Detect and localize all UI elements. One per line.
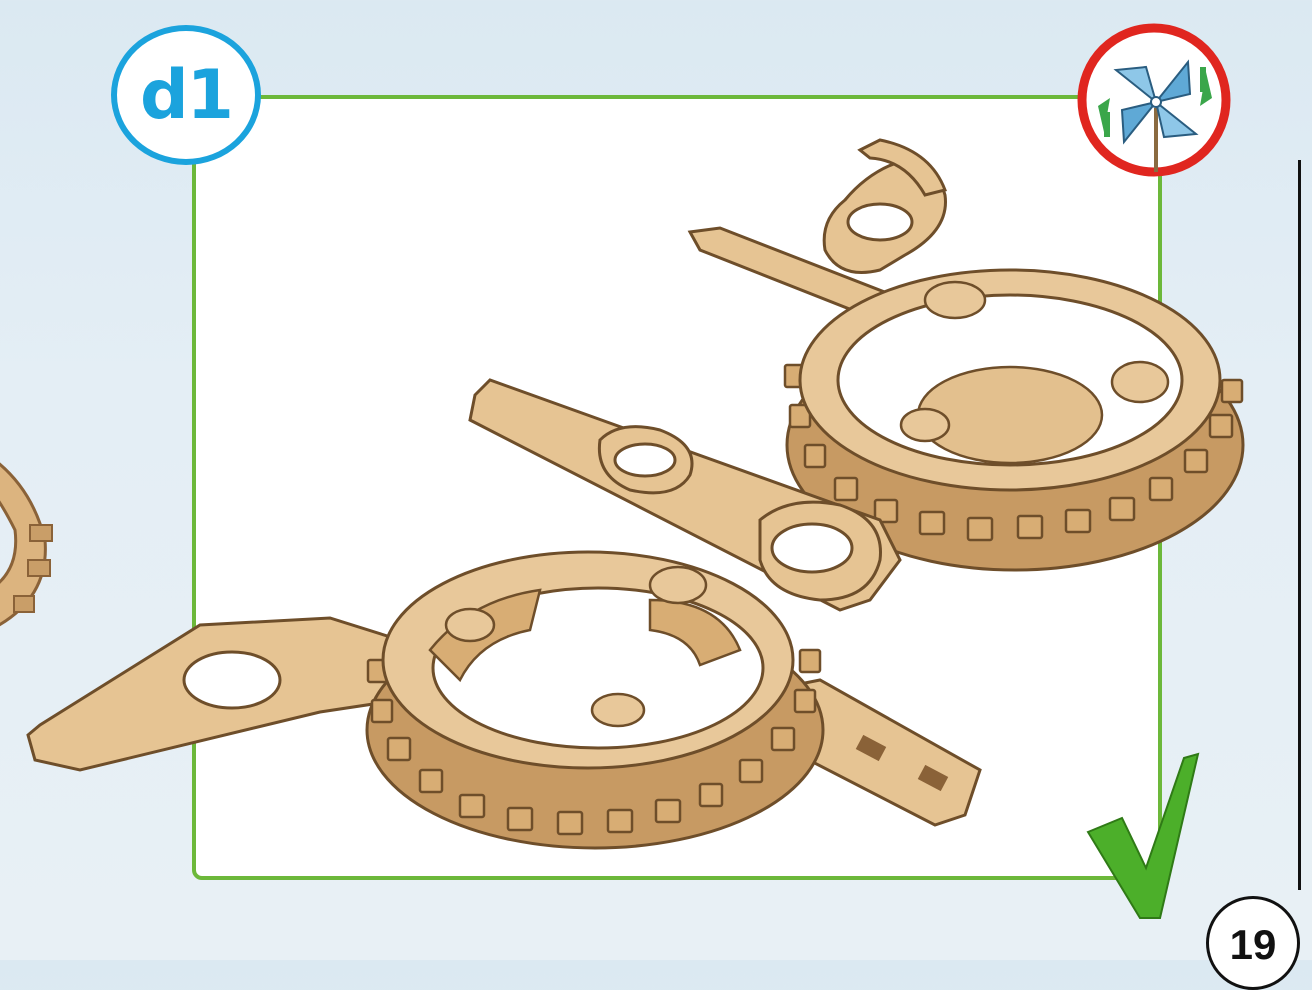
no-pinwheel-rotation-icon	[1076, 22, 1232, 178]
page-number: 19	[1230, 921, 1277, 987]
page-number-badge: 19	[1206, 896, 1300, 990]
check-mark-icon	[1080, 750, 1210, 925]
step-number-badge: d1	[111, 25, 261, 165]
step-label: d1	[140, 56, 232, 135]
step-panel	[192, 95, 1162, 880]
page-side-rule	[1298, 160, 1301, 890]
